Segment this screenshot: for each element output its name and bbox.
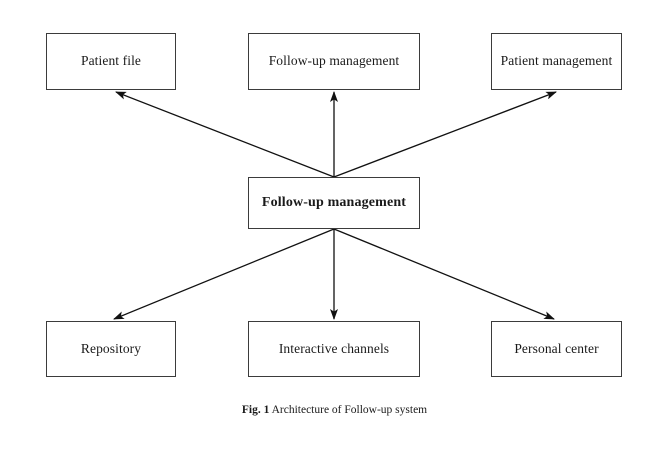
figure-caption: Fig. 1 Architecture of Follow-up system xyxy=(0,404,669,416)
node-follow-up-management: Follow-up management xyxy=(248,33,420,90)
node-personal-center: Personal center xyxy=(491,321,622,377)
node-follow-up-management-label: Follow-up management xyxy=(268,53,400,69)
node-patient-file-label: Patient file xyxy=(80,53,142,69)
node-interactive-channels-label: Interactive channels xyxy=(278,340,390,356)
node-repository-label: Repository xyxy=(80,340,142,356)
node-patient-file: Patient file xyxy=(46,33,176,90)
node-center-follow-up-management: Follow-up management xyxy=(248,177,420,229)
node-center-label: Follow-up management xyxy=(261,194,407,210)
edge-center-to-personal-center xyxy=(333,228,555,320)
node-personal-center-label: Personal center xyxy=(514,340,599,356)
figure-caption-text: Architecture of Follow-up system xyxy=(269,404,428,416)
node-repository: Repository xyxy=(46,321,176,377)
node-patient-management: Patient management xyxy=(491,33,622,90)
edge-center-to-patient-management xyxy=(333,91,557,178)
edge-center-to-repository xyxy=(113,228,335,320)
edge-center-to-patient-file xyxy=(115,91,335,178)
figure-caption-label: Fig. 1 xyxy=(241,404,270,416)
node-patient-management-label: Patient management xyxy=(500,53,613,69)
node-interactive-channels: Interactive channels xyxy=(248,321,420,377)
